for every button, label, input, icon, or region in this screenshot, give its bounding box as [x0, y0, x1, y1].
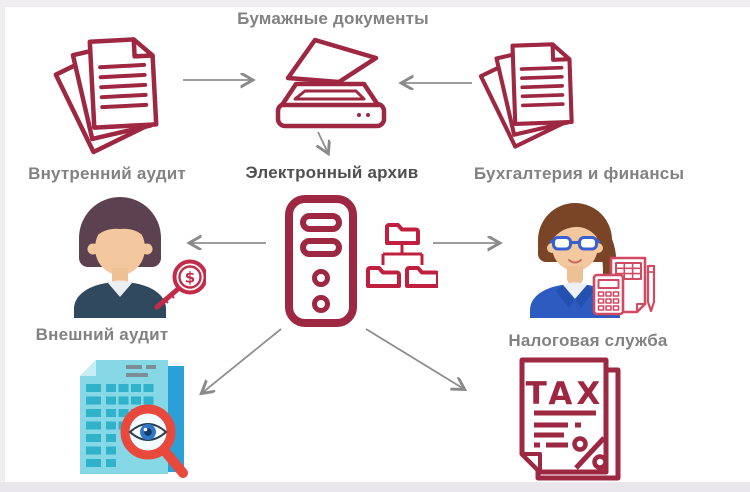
external-audit-label: Внешний аудит [35, 325, 169, 344]
glasses [549, 236, 601, 251]
frame-strip-left [0, 7, 5, 482]
tax-document-icon: TAX [512, 356, 630, 484]
face [552, 221, 598, 271]
internal-audit-label: Внутренний аудит [28, 164, 186, 183]
accountant-avatar [517, 196, 645, 318]
tax-title: TAX [526, 376, 605, 412]
tax-service-label: Налоговая служба [508, 331, 668, 350]
scanner-icon [272, 34, 390, 130]
accounting-finance-label: Бухгалтерия и финансы [473, 164, 685, 183]
jacket [74, 282, 166, 318]
paper-documents-label: Бумажные документы [237, 9, 429, 28]
frame-strip-top [0, 0, 750, 7]
frame-strip-bottom [0, 482, 750, 492]
face [95, 221, 145, 275]
paper-stack-right-icon [472, 28, 604, 156]
internal-auditor-avatar [52, 192, 188, 318]
paper-stack-left-icon [46, 28, 191, 156]
calculator-doc-icon [592, 256, 656, 318]
server-icon [284, 194, 358, 328]
magnifier-handle [159, 445, 188, 478]
electronic-archive-label: Электронный архив [245, 163, 419, 182]
dollar-symbol: $ [185, 269, 195, 287]
folder-tree-icon [366, 214, 438, 290]
dollar-magnifier-icon: $ [150, 250, 206, 314]
arrow-archive-to-external-audit [202, 328, 282, 393]
arrow-scanner-to-archive [318, 131, 328, 153]
audit-report-icon [70, 352, 198, 480]
